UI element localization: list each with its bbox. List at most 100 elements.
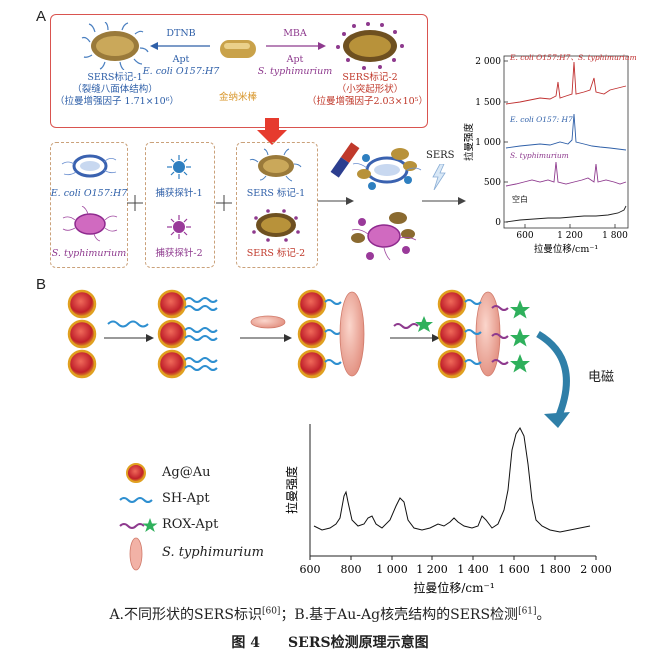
legend-agau: Ag@Au — [162, 465, 211, 480]
salmonella-cell — [62, 206, 118, 242]
a-xlabel: 拉曼位移/cm⁻¹ — [534, 243, 599, 255]
complex-ecoli — [352, 148, 422, 190]
b-ylabel: 拉曼强度 — [284, 466, 299, 514]
legend-sh-apt-icon — [119, 497, 153, 503]
arrow-step-1 — [104, 334, 154, 342]
legend-rox-apt: ROX-Apt — [162, 517, 219, 532]
gold-nanorod-label: 金纳米棒 — [218, 92, 257, 103]
gold-nanorod — [220, 40, 256, 58]
a-series-label-salmonella: S. typhimurium — [510, 151, 569, 160]
a-xtick-1800: 1 800 — [602, 231, 628, 241]
complex-salmonella — [351, 212, 417, 261]
legend-sh-apt: SH-Apt — [162, 491, 210, 506]
agau-column-3 — [297, 289, 365, 379]
target-salmonella: S. typhimurium — [257, 66, 333, 77]
arrow-step-3 — [390, 334, 440, 342]
panel-a-spectrum: 2 000 1 500 1 000 500 0 600 1 200 1 800 … — [463, 53, 636, 255]
agau-column-1 — [67, 289, 97, 379]
b-xtick-600: 600 — [300, 563, 321, 576]
caption-part-a: A.不同形状的SERS标识 — [109, 607, 262, 623]
sers-label-2-particle — [252, 209, 300, 242]
sers-label-1-particle — [249, 148, 302, 182]
rox-star-free — [415, 316, 433, 332]
curved-em-arrow — [536, 330, 570, 428]
arrow-step-2 — [240, 334, 292, 342]
panel-b-scheme — [67, 289, 530, 379]
laser-icon — [432, 164, 446, 190]
b-xtick-800: 800 — [341, 563, 362, 576]
panel-b-spectrum: 600 800 1 000 1 200 1 400 1 600 1 800 2 … — [284, 424, 612, 595]
arrow-to-probe-1 — [150, 42, 210, 50]
arrow-to-complex — [318, 197, 354, 205]
em-label: 电磁 — [588, 370, 615, 385]
ecoli-cell — [61, 154, 117, 178]
agau-column-4 — [437, 289, 530, 379]
a-series-label-mixed: E. coli O157:H7、S. typhimurium — [509, 53, 636, 62]
ecoli-label: E. coli O157:H7 — [50, 188, 128, 199]
b-xlabel: 拉曼位移/cm⁻¹ — [413, 580, 494, 595]
a-ylabel: 拉曼强度 — [463, 123, 475, 162]
a-ytick-2000: 2 000 — [475, 57, 501, 67]
a-series-blank — [505, 205, 627, 223]
agau-column-2 — [157, 289, 218, 379]
a-series-salmonella — [505, 161, 627, 187]
b-xtick-1400: 1 400 — [457, 563, 489, 576]
capture-probe-box — [145, 142, 215, 268]
sers-label-2-text: SERS 标记-2 — [246, 248, 306, 259]
probe-synthesis-box — [50, 14, 428, 128]
a-series-ecoli — [505, 113, 627, 151]
dtnb-label: DTNB — [166, 28, 196, 39]
a-series-mixed — [505, 61, 627, 105]
caption-line: A.不同形状的SERS标识[60]；B.基于Au-Ag核壳结构的SERS检测[6… — [0, 604, 660, 624]
b-xtick-2000: 2 000 — [580, 563, 612, 576]
panel-b-letter: B — [36, 276, 47, 293]
capture-probe-1-icon — [167, 155, 191, 179]
apt-label-left: Apt — [172, 54, 190, 65]
probe-2-title: SERS标记-2 — [342, 72, 398, 83]
b-spectrum-line — [313, 427, 591, 533]
a-ytick-0: 0 — [495, 218, 501, 228]
sers-word: SERS — [426, 150, 455, 161]
sers-label-1-text: SERS 标记-1 — [246, 188, 306, 199]
rox-apt-free — [393, 323, 419, 329]
legend-rox-star-icon — [142, 518, 158, 532]
bacteria-box — [50, 142, 128, 268]
capture-probe-2-label: 捕获探针-2 — [155, 248, 203, 259]
arrow-to-probe-2 — [266, 42, 326, 50]
salmonella-label: S. typhimurium — [51, 248, 127, 259]
b-xtick-1800: 1 800 — [539, 563, 571, 576]
magnet-icon — [330, 142, 360, 178]
a-ytick-1500: 1 500 — [475, 98, 501, 108]
capture-probe-1-label: 捕获探针-1 — [155, 188, 203, 199]
a-xtick-1200: 1 200 — [557, 231, 583, 241]
figure-title: 图 4 SERS检测原理示意图 — [231, 635, 429, 651]
sh-apt-free — [107, 320, 149, 328]
probe-2-structure: （小突起形状） — [336, 84, 404, 95]
legend-salmonella: S. typhimurium — [162, 545, 264, 560]
salmonella-free — [250, 315, 286, 329]
plus-icon — [216, 195, 232, 211]
legend-agau-icon — [126, 463, 146, 483]
a-xtick-600: 600 — [516, 231, 533, 241]
capture-probe-2-icon — [167, 215, 191, 239]
probe-1-title: SERS标记-1 — [87, 72, 143, 83]
caption-ref-61: [61] — [518, 606, 537, 617]
apt-label-right: Apt — [286, 54, 304, 65]
b-xtick-1000: 1 000 — [376, 563, 408, 576]
mba-label: MBA — [283, 28, 307, 39]
sers-probe-1-particle — [81, 22, 149, 70]
b-xtick-1200: 1 200 — [416, 563, 448, 576]
probe-1-enhancement: （拉曼增强因子 1.71×10⁶） — [55, 96, 180, 107]
arrow-to-spectrum — [422, 197, 466, 205]
sers-label-box — [236, 142, 318, 268]
plus-icon — [127, 195, 143, 211]
sers-probe-2-particle — [336, 22, 404, 70]
caption-ref-60: [60] — [261, 606, 281, 617]
legend-salmonella-icon — [129, 537, 143, 571]
red-down-arrow — [257, 118, 287, 145]
target-ecoli: E. coli O157:H7 — [142, 66, 220, 77]
probe-1-structure: （裂缝八面体结构） — [72, 84, 158, 95]
a-ytick-1000: 1 000 — [475, 138, 501, 148]
caption-part-c: 。 — [536, 607, 551, 623]
panel-a-letter: A — [36, 8, 47, 25]
